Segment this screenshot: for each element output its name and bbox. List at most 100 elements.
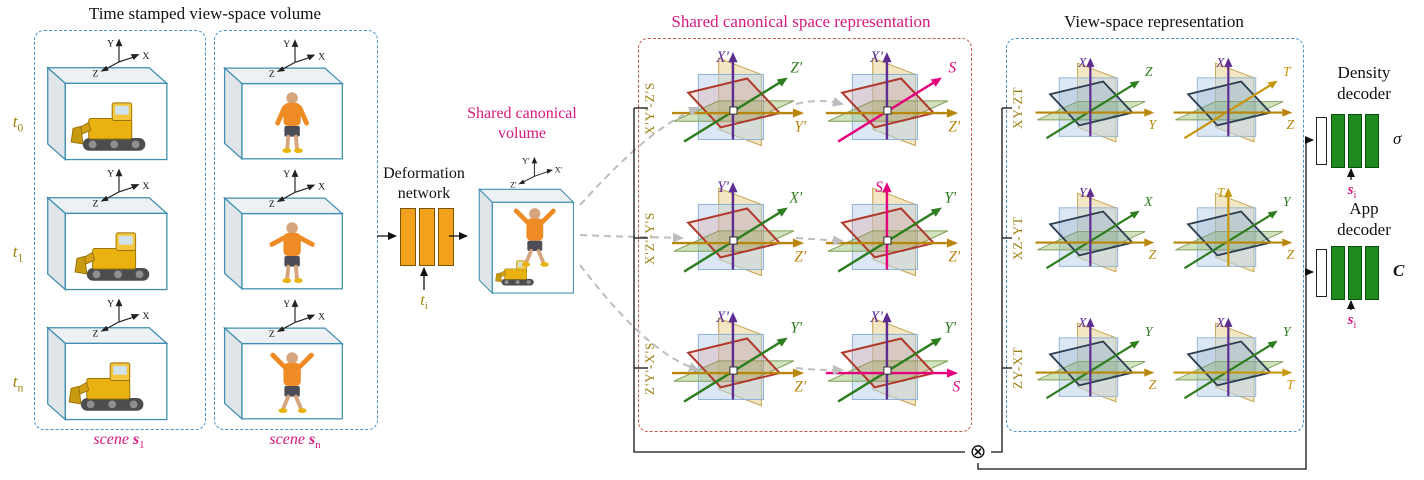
network-layer-bar <box>400 208 416 266</box>
bulldozer-illustration <box>74 232 150 282</box>
canonical-representation-title: Shared canonical space representation <box>671 12 931 31</box>
app-decoder-input-layer <box>1316 249 1327 297</box>
axis-label-right: Z' <box>794 378 806 395</box>
decoder-layer-bar <box>1348 114 1362 168</box>
axis-label-right: Z <box>1287 117 1295 132</box>
time-label-t0: t0 <box>12 112 24 135</box>
axis-label-diag: X' <box>789 189 803 206</box>
bulldozer-illustration <box>70 102 146 152</box>
axis-label-z: Z <box>93 199 99 210</box>
axis-label-right: Y' <box>794 118 806 135</box>
axis-label-up: X <box>1215 55 1225 70</box>
axis-label-t: T <box>1287 377 1296 392</box>
axis-label-up: Y' <box>717 179 729 196</box>
axis-label-y: Y <box>283 39 290 50</box>
axis-label-up: X' <box>869 309 883 326</box>
left-panel-title: Time stamped view-space volume <box>88 4 322 23</box>
axis-label-s: S <box>875 179 883 196</box>
axis-label-y: Y' <box>522 156 530 165</box>
cube-scene2-t1: Y X Z <box>223 168 343 290</box>
view-row-label-1: XY-ZT <box>1010 86 1025 130</box>
axis-label-y: Y <box>283 299 290 310</box>
decoder-layer-bar <box>1331 114 1345 168</box>
person-illustration <box>272 222 313 283</box>
time-label-tn: tn <box>12 372 24 395</box>
cube-scene2-tn: Y X Z <box>223 298 343 420</box>
decoder-layer-bar <box>1331 246 1345 300</box>
axis-label-x: X <box>318 181 325 192</box>
axis-label-z: Z <box>269 329 275 340</box>
triplane-cell-view-r3c1: X Y Z <box>1035 315 1157 403</box>
axis-label-diag: Y <box>1283 324 1292 339</box>
person-illustration <box>273 352 312 413</box>
axis-label-x: X <box>142 51 149 62</box>
app-decoder-block <box>1331 246 1379 300</box>
axis-label-y: Y <box>283 169 290 180</box>
cube-scene1-t0: Y X Z <box>47 37 168 161</box>
triplane-cell-canonical-r1c1: X' Z' Y' <box>671 49 807 147</box>
axis-label-right: Z' <box>794 248 806 265</box>
density-output-sigma: σ <box>1393 129 1402 148</box>
time-label-t1: t1 <box>12 242 24 265</box>
canonical-row-label-3: Z'Y'-X'S <box>642 341 657 395</box>
condition-s-app: si <box>1347 312 1357 331</box>
person-illustration <box>278 92 307 153</box>
axis-label-x: X <box>318 51 325 62</box>
axis-label-right: Z' <box>948 118 960 135</box>
triplane-cell-view-r3c2: X Y T <box>1173 315 1296 403</box>
axis-label-z: Z' <box>510 181 517 190</box>
time-input-label: ti <box>420 292 428 313</box>
triplane-cell-view-r2c1: Y X Z <box>1035 185 1157 273</box>
person-illustration <box>516 208 553 267</box>
axis-label-diag: Y <box>1145 324 1154 339</box>
axis-label-x: X <box>318 311 325 322</box>
bulldozer-illustration <box>68 362 144 412</box>
triplane-cell-canonical-r3c2: X' Y' S <box>825 309 961 407</box>
axis-label-s: S <box>953 378 961 395</box>
axis-label-z: Z <box>93 329 99 340</box>
canonical-row-label-1: X'Y'-Z'S <box>642 81 657 135</box>
axis-label-up: X' <box>869 49 883 66</box>
axis-label-diag: Y <box>1283 194 1292 209</box>
axis-label-y: Y <box>107 298 114 309</box>
axis-label-up: X' <box>715 49 729 66</box>
triplane-cell-canonical-r2c2: S Y' Z' <box>825 179 961 277</box>
axis-label-y: Y <box>107 38 114 49</box>
axis-label-diag: Y' <box>944 189 956 206</box>
axis-label-right: Z <box>1287 247 1295 262</box>
cube-scene1-tn: Y X Z <box>47 297 168 421</box>
scene1-label: scene s1 <box>93 431 145 452</box>
axis-label-diag: X <box>1143 194 1153 209</box>
triplane-cell-canonical-r3c1: X' Y' Z' <box>671 309 807 407</box>
scene2-label: scene sn <box>269 431 321 452</box>
axis-label-right: Z <box>1149 377 1157 392</box>
canonical-row-label-2: X'Z'-Y'S <box>642 211 657 265</box>
density-decoder-block <box>1331 114 1379 168</box>
elementwise-product-operator: ⊗ <box>966 441 990 463</box>
view-row-label-3: ZY-XT <box>1010 346 1025 390</box>
triplane-cell-canonical-r2c1: Y' X' Z' <box>671 179 807 277</box>
view-representation-title: View-space representation <box>1064 12 1244 31</box>
triplane-cell-view-r1c1: X Z Y <box>1035 55 1158 143</box>
axis-label-diag: Z <box>1145 64 1153 79</box>
axis-label-z: Z <box>269 199 275 210</box>
axis-label-right: Y <box>1149 117 1158 132</box>
decoder-layer-bar <box>1365 246 1379 300</box>
decoder-layer-bar <box>1365 114 1379 168</box>
canonical-volume-cube: Y' X' Z' <box>478 156 575 295</box>
axis-label-right: Z <box>1149 247 1157 262</box>
axis-label-up: X <box>1077 315 1087 330</box>
axis-label-up: X' <box>715 309 729 326</box>
axis-label-diag: Y' <box>790 319 802 336</box>
deformation-network-block <box>400 208 454 266</box>
app-output-color: C <box>1393 261 1405 280</box>
axis-label-z: Z <box>93 69 99 80</box>
axis-label-z: Z <box>269 69 275 80</box>
axis-triad-icon <box>518 156 554 185</box>
network-layer-bar <box>438 208 454 266</box>
triplane-cell-view-r1c2: X T Z <box>1173 55 1295 143</box>
axis-label-s: S <box>948 59 956 76</box>
